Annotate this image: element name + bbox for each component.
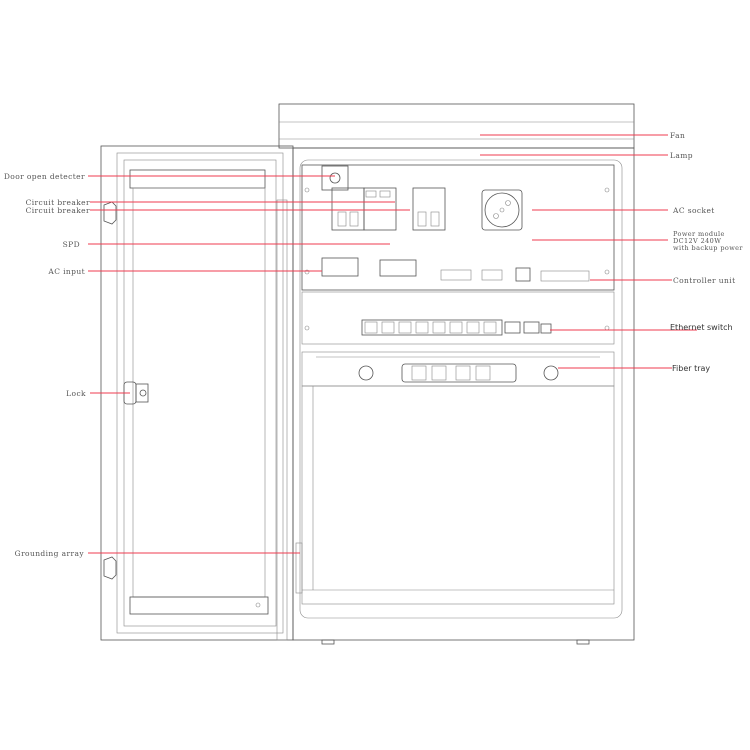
fan-box [278,103,635,149]
leader-lines [88,134,697,554]
label-fiber-tray: Fiber tray [672,364,710,373]
door-sensor-icon [329,172,341,184]
label-controller-unit: Controller unit [673,276,735,285]
label-ethernet-switch: Ethernet switch [670,323,733,332]
label-power-module-1: Power module [673,230,725,238]
ethernet-switch-ports [361,319,552,336]
label-power-module-2: DC12V 240W [673,237,721,245]
label-grounding-array: Grounding array [15,549,85,558]
door-hinge-icon [103,201,117,225]
label-door-open-detecter: Door open detecter [4,172,85,181]
label-ac-socket: AC socket [672,206,715,215]
ac-socket-icon [481,189,523,231]
label-lock: Lock [66,389,86,398]
door-hinge-icon [103,556,117,580]
label-fan: Fan [670,131,685,140]
label-lamp: Lamp [670,151,693,160]
label-spd: SPD [63,240,80,249]
label-ac-input: AC input [47,267,85,276]
open-door [100,145,294,641]
label-circuit-breaker-2: Circuit breaker [26,206,90,215]
cabinet-body [292,147,635,645]
label-power-module-3: with backup power [673,244,743,252]
label-circuit-breaker-1: Circuit breaker [26,198,90,207]
